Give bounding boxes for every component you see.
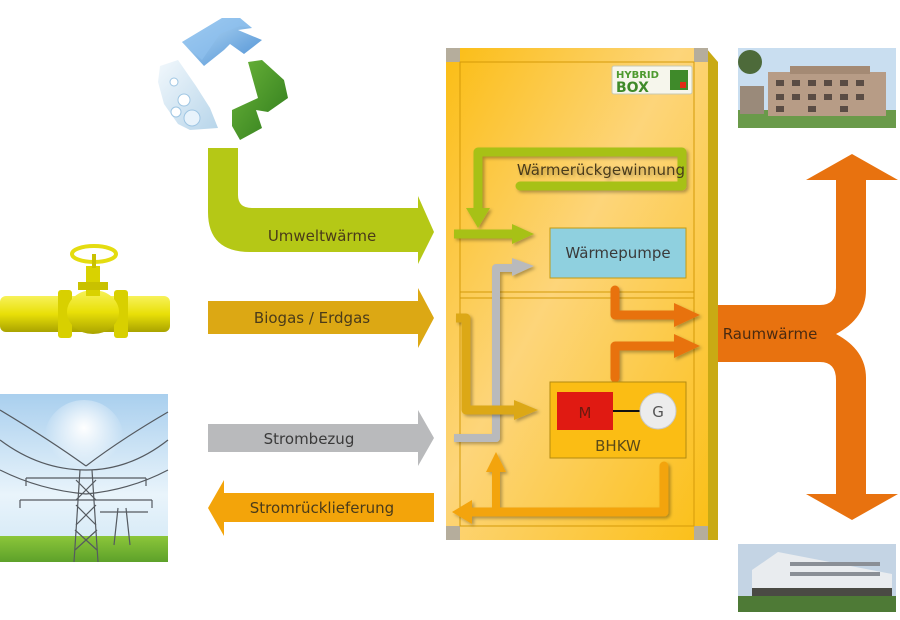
input-arrow-biogas: Biogas / Erdgas xyxy=(208,288,434,348)
label-raumwaerme: Raumwärme xyxy=(723,325,818,343)
heat-pump-unit: Wärmepumpe xyxy=(549,227,687,279)
generator-circle xyxy=(639,392,677,430)
motor-block xyxy=(557,392,613,430)
heat-pump-label: Wärmepumpe xyxy=(565,244,670,262)
input-arrow-strombezug: Strombezug xyxy=(208,410,434,466)
bhkw-label: BHKW xyxy=(595,437,641,455)
hybrid-box-logo: HYBRID BOX xyxy=(611,65,693,96)
generator-label: G xyxy=(652,403,664,421)
green-flow-into-heat-pump xyxy=(454,224,534,244)
gas-pipeline-valve-icon xyxy=(0,244,170,338)
output-arrow-stromrueckliefer: Stromrücklieferung xyxy=(208,480,434,536)
bhkw-unit: M G BHKW xyxy=(549,381,687,459)
hybrid-box-cabinet xyxy=(446,48,718,540)
power-pylon-icon xyxy=(0,394,169,563)
label-stromrueckliefer: Stromrücklieferung xyxy=(250,499,394,517)
heat-flows-to-output xyxy=(610,285,700,383)
grey-flow-into-heat-pump xyxy=(454,258,534,442)
logo-line2: BOX xyxy=(616,80,649,96)
recycle-icon xyxy=(158,18,288,140)
electricity-return-flow xyxy=(452,452,669,524)
residential-building-photo xyxy=(738,48,896,128)
motor-label: M xyxy=(579,404,592,422)
heat-recovery-loop: Wärmerückgewinnung xyxy=(466,147,687,228)
label-umweltwaerme: Umweltwärme xyxy=(268,227,376,245)
label-heat-recovery: Wärmerückgewinnung xyxy=(517,161,685,179)
output-arrow-raumwaerme: Raumwärme xyxy=(718,154,898,520)
logo-line1: HYBRID xyxy=(616,70,659,81)
input-arrow-umweltwaerme: Umweltwärme xyxy=(208,148,434,264)
label-biogas: Biogas / Erdgas xyxy=(254,309,370,327)
label-strombezug: Strombezug xyxy=(264,430,355,448)
office-building-photo xyxy=(738,544,896,612)
gas-flow-into-bhkw xyxy=(456,313,538,420)
